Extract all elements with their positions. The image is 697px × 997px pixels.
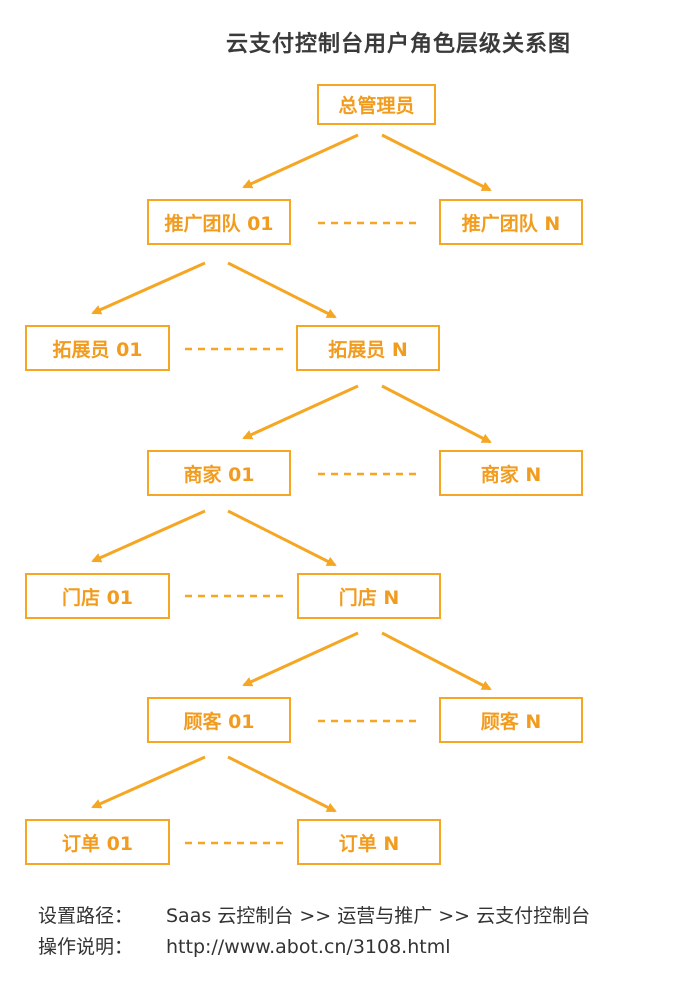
arrow-cust-to-order-n <box>227 755 337 813</box>
arrow-store-to-cust-n <box>381 631 492 691</box>
node-admin: 总管理员 <box>317 84 436 125</box>
operation-guide-line: 操作说明： http://www.abot.cn/3108.html <box>38 932 451 959</box>
node-team-n: 推广团队 N <box>439 199 583 245</box>
arrow-root-to-team-n <box>381 133 492 192</box>
arrow-team-to-exp-n <box>227 261 337 319</box>
node-order-01: 订单 01 <box>25 819 170 865</box>
node-store-n: 门店 N <box>297 573 441 619</box>
settings-path-line: 设置路径： Saas 云控制台 >> 运营与推广 >> 云支付控制台 <box>38 901 590 928</box>
arrow-mer-to-store-1 <box>91 509 206 563</box>
operation-guide-label: 操作说明： <box>38 936 134 958</box>
arrow-exp-to-mer-n <box>381 384 492 444</box>
node-team-01: 推广团队 01 <box>147 199 291 245</box>
operation-guide-link[interactable]: http://www.abot.cn/3108.html <box>166 936 451 958</box>
node-expander-n: 拓展员 N <box>296 325 440 371</box>
settings-path-value: Saas 云控制台 >> 运营与推广 >> 云支付控制台 <box>166 905 591 927</box>
settings-path-label: 设置路径： <box>38 905 134 927</box>
node-order-n: 订单 N <box>297 819 441 865</box>
node-merchant-n: 商家 N <box>439 450 583 496</box>
arrow-mer-to-store-n <box>227 509 337 567</box>
node-expander-01: 拓展员 01 <box>25 325 170 371</box>
node-customer-n: 顾客 N <box>439 697 583 743</box>
arrow-cust-to-order-1 <box>91 755 206 809</box>
diagram-title: 云支付控制台用户角色层级关系图 <box>225 32 571 57</box>
node-store-01: 门店 01 <box>25 573 170 619</box>
arrow-exp-to-mer-1 <box>242 384 359 440</box>
arrow-team-to-exp-1 <box>91 261 206 315</box>
node-merchant-01: 商家 01 <box>147 450 291 496</box>
arrow-root-to-team-1 <box>242 133 359 189</box>
arrow-store-to-cust-1 <box>242 631 359 687</box>
node-customer-01: 顾客 01 <box>147 697 291 743</box>
